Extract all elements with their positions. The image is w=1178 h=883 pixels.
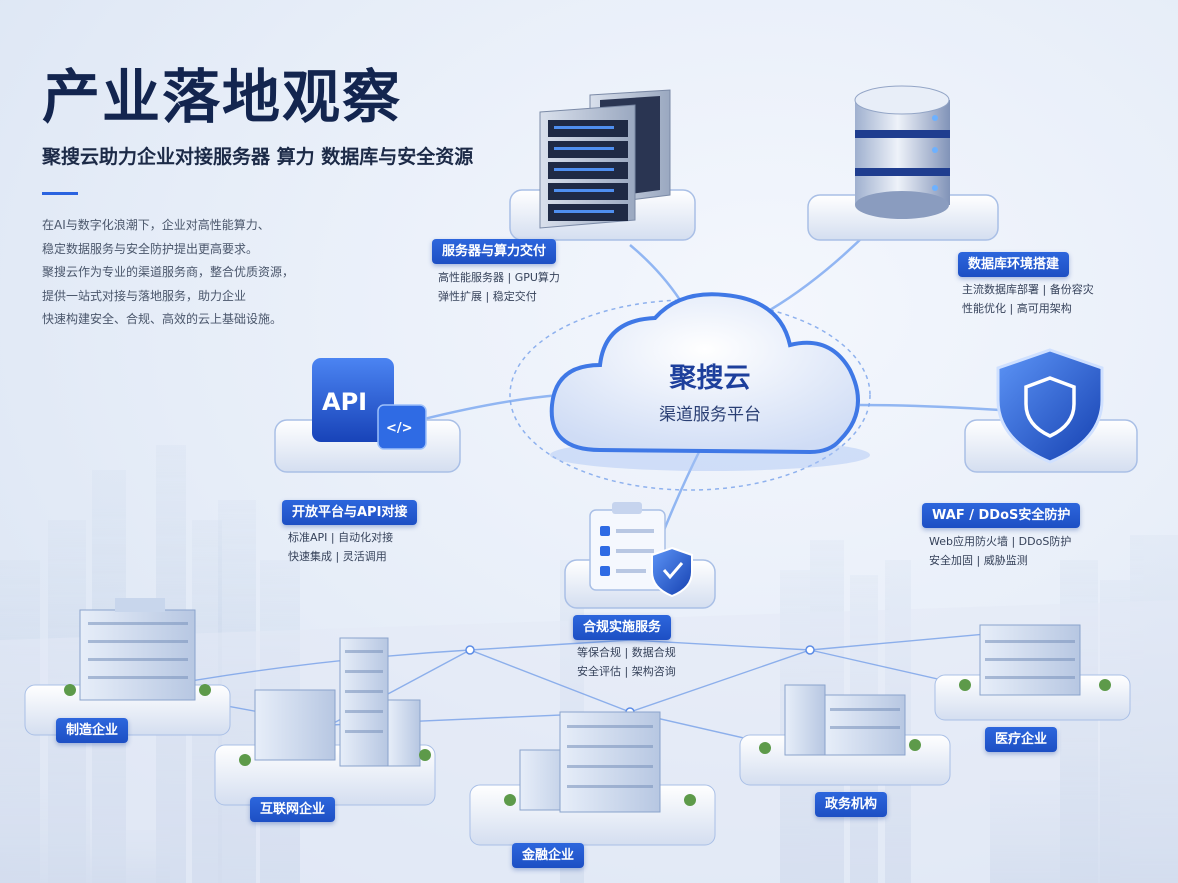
- service-label-security: WAF / DDoS安全防护: [922, 503, 1081, 528]
- intro-line: 在AI与数字化浪潮下，企业对高性能算力、: [42, 218, 270, 232]
- shield-icon: [996, 348, 1104, 464]
- service-desc-server: 高性能服务器 | GPU算力 弹性扩展 | 稳定交付: [438, 268, 560, 306]
- service-desc-line: 安全加固 | 威胁监测: [929, 554, 1028, 567]
- hub-name: 聚搜云: [669, 363, 751, 394]
- industry-label-government: 政务机构: [815, 792, 888, 817]
- intro-paragraph: 在AI与数字化浪潮下，企业对高性能算力、 稳定数据服务与安全防护提出更高要求。 …: [42, 214, 342, 332]
- hub-tagline: 渠道服务平台: [659, 405, 761, 425]
- hub-cloud: [549, 292, 870, 471]
- page-title: 产业落地观察: [42, 63, 403, 131]
- database-icon: [854, 85, 950, 219]
- server-rack-icon: [539, 89, 671, 229]
- hub-orbit: [509, 299, 871, 491]
- service-desc-database: 主流数据库部署 | 备份容灾 性能优化 | 高可用架构: [962, 280, 1094, 318]
- code-icon: </>: [386, 421, 413, 436]
- service-desc-line: Web应用防火墙 | DDoS防护: [929, 535, 1072, 548]
- page-subtitle: 聚搜云助力企业对接服务器 算力 数据库与安全资源: [42, 146, 474, 168]
- industry-label-healthcare: 医疗企业: [985, 727, 1058, 752]
- service-desc-compliance: 等保合规 | 数据合规 安全评估 | 架构咨询: [577, 643, 676, 681]
- title-accent-bar: [42, 192, 78, 195]
- intro-line: 快速构建安全、合规、高效的云上基础设施。: [42, 312, 283, 326]
- compliance-checklist-icon: [589, 502, 693, 598]
- connector-lines: [419, 229, 1001, 541]
- service-desc-line: 等保合规 | 数据合规: [577, 646, 676, 659]
- industry-label-internet: 互联网企业: [250, 797, 336, 822]
- intro-line: 稳定数据服务与安全防护提出更高要求。: [42, 241, 259, 256]
- intro-line: 提供一站式对接与落地服务，助力企业: [42, 288, 247, 303]
- service-desc-line: 主流数据库部署 | 备份容灾: [962, 283, 1094, 296]
- service-desc-api: 标准API | 自动化对接 快速集成 | 灵活调用: [288, 528, 393, 566]
- service-desc-line: 性能优化 | 高可用架构: [962, 302, 1072, 315]
- industry-buildings: [24, 598, 1131, 846]
- industry-label-finance: 金融企业: [512, 843, 585, 868]
- intro-line: 聚搜云作为专业的渠道服务商，整合优质资源，: [42, 265, 295, 279]
- service-label-compliance: 合规实施服务: [573, 615, 672, 640]
- service-label-server: 服务器与算力交付: [432, 239, 557, 264]
- industry-label-manufacturing: 制造企业: [56, 718, 129, 743]
- service-desc-line: 标准API | 自动化对接: [288, 531, 394, 544]
- service-label-database: 数据库环境搭建: [958, 252, 1070, 277]
- service-desc-line: 弹性扩展 | 稳定交付: [438, 290, 537, 303]
- api-icon-label: API: [322, 388, 368, 416]
- api-icon: [312, 358, 427, 450]
- service-desc-line: 安全评估 | 架构咨询: [577, 665, 676, 678]
- service-label-api: 开放平台与API对接: [282, 500, 418, 525]
- service-desc-line: 高性能服务器 | GPU算力: [438, 271, 560, 284]
- service-desc-line: 快速集成 | 灵活调用: [288, 550, 387, 563]
- service-desc-security: Web应用防火墙 | DDoS防护 安全加固 | 威胁监测: [929, 532, 1071, 570]
